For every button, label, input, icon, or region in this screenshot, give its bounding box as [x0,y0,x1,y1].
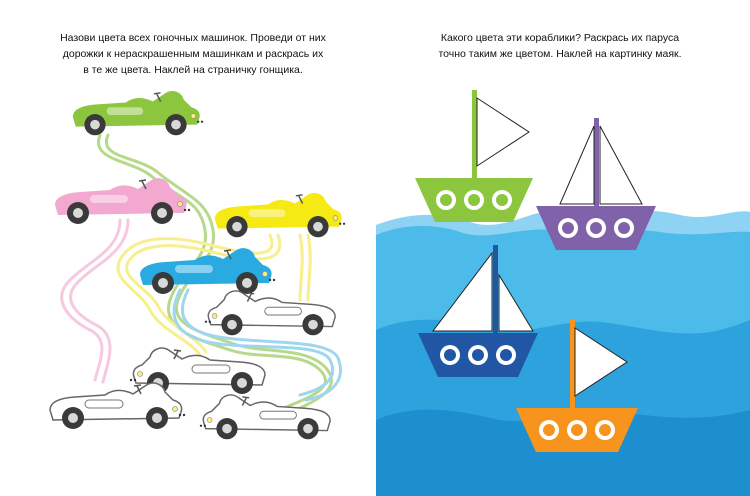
wheel-hub [242,278,252,288]
car-cockpit [264,306,302,316]
car-cockpit [248,209,286,217]
car-cockpit [175,265,213,273]
wheel-hub [90,119,100,130]
exhaust [182,413,186,417]
wheel-hub [237,378,247,388]
left-instruction-line: в те же цвета. Наклей на страничку гонщи… [83,64,303,76]
boat-sail [476,97,530,167]
green-maze-path [96,133,333,418]
boat-mast [472,90,477,178]
headlight [211,313,218,319]
porthole-glass [496,194,508,206]
green-race-car [72,91,204,136]
race-cars [49,91,346,440]
porthole-glass [440,194,452,206]
exhaust [187,208,191,212]
steering-wheel [223,249,232,260]
headlight [137,371,143,377]
car-cockpit [191,364,231,374]
wheel-hub [227,319,237,330]
boat-mast [570,320,575,408]
green-boat [415,90,533,222]
uncolored-race-car [204,290,336,336]
exhaust [200,120,204,123]
boat-sail [431,251,534,332]
porthole-glass [618,222,630,234]
headlight [206,417,213,423]
wheel-hub [222,423,232,434]
uncolored-race-car [49,382,186,429]
steering-wheel [246,292,255,302]
porthole-glass [599,424,611,436]
exhaust [133,378,137,382]
pink-maze-path [60,218,130,384]
car-cockpit [259,410,297,420]
orange-boat [516,320,638,452]
wheel-hub [232,221,242,232]
headlight [190,113,197,119]
steering-wheel [295,194,304,204]
blue-race-car [140,248,276,294]
uncolored-race-car [199,394,331,440]
exhaust [272,278,276,282]
purple-boat [536,118,656,250]
boat-sail [574,327,628,397]
car-cockpit [84,399,124,409]
yellow-race-car [214,193,346,238]
wheel-hub [158,278,168,288]
wheel-hub [152,413,162,423]
exhaust [183,208,187,212]
headlight [332,215,339,221]
boat-mast [594,118,599,206]
right-instruction-line: точно таким же цветом. Наклей на картинк… [438,48,682,60]
porthole-glass [562,222,574,234]
porthole-glass [500,349,512,361]
exhaust [178,413,182,417]
car-cockpit [106,107,144,115]
boat-mast [493,245,498,333]
exhaust [129,378,133,382]
porthole-glass [543,424,555,436]
porthole-glass [472,349,484,361]
exhaust [268,278,272,282]
headlight [172,406,178,412]
exhaust [339,222,342,225]
headlight [177,201,183,207]
wheel-hub [303,423,313,434]
porthole-glass [468,194,480,206]
porthole-glass [571,424,583,436]
wheel-hub [308,319,318,330]
exhaust [204,320,208,323]
boat-sail [559,125,643,205]
pink-race-car [55,178,191,224]
porthole-glass [444,349,456,361]
exhaust [199,424,203,427]
left-instruction-line: Назови цвета всех гоночных машинок. Пров… [60,32,326,44]
steering-wheel [138,179,147,190]
boats [415,90,656,452]
navy-boat [418,245,538,377]
right-instructions: Какого цвета эти кораблики? Раскрась их … [395,30,725,62]
car-cockpit [90,195,128,203]
wheel-hub [171,119,181,130]
steering-wheel [153,92,162,102]
exhaust [208,320,211,323]
steering-wheel [173,349,182,360]
exhaust [197,120,200,123]
wheel-hub [313,221,323,232]
headlight [262,271,268,277]
wheel-hub [73,208,83,218]
exhaust [342,222,346,225]
porthole-glass [590,222,602,234]
steering-wheel [133,384,142,395]
wheel-hub [157,208,167,218]
left-instructions: Назови цвета всех гоночных машинок. Пров… [28,30,358,78]
right-instruction-line: Какого цвета эти кораблики? Раскрась их … [440,32,680,44]
left-instruction-line: дорожки к нераскрашенным машинкам и раск… [62,48,324,60]
exhaust [203,424,206,427]
steering-wheel [241,396,250,406]
wheel-hub [68,413,78,423]
